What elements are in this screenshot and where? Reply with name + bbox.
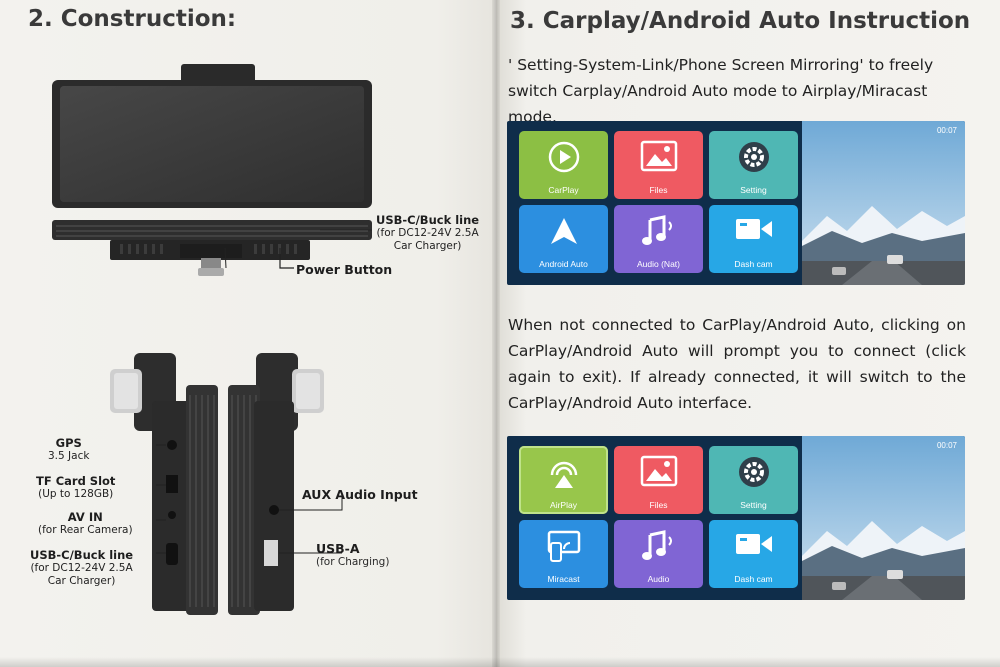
launcher-screen-carplay: CarPlay Files Setting Android Auto Audio… — [507, 121, 965, 285]
music-icon — [641, 215, 672, 245]
tile-audio-2: Audio — [614, 520, 703, 588]
power-button-label: Power Button — [296, 262, 393, 277]
device-front-view — [52, 64, 372, 208]
tile-dashcam-2: Dash cam — [709, 520, 798, 588]
camera-icon — [735, 534, 772, 554]
road-landscape-image-2 — [802, 436, 965, 600]
tile-miracast: Miracast — [519, 520, 608, 588]
tile-airplay: AirPlay — [519, 446, 608, 514]
av-in-label: AV IN (for Rear Camera) — [38, 510, 133, 537]
camera-icon — [735, 219, 772, 239]
files-icon — [640, 140, 677, 172]
setting-icon — [738, 457, 769, 487]
carplay-title: 3. Carplay/Android Auto Instruction — [510, 8, 971, 34]
aux-label: AUX Audio Input — [302, 487, 418, 502]
tile-setting: Setting — [709, 131, 798, 199]
status-clock: 00:07 — [936, 126, 957, 135]
tile-android-auto: Android Auto — [519, 205, 608, 273]
music-icon — [641, 530, 672, 560]
book-gutter — [492, 0, 500, 667]
usb-a-label: USB-A (for Charging) — [316, 541, 390, 568]
road-landscape-image — [802, 121, 965, 285]
airplay-icon — [550, 461, 577, 488]
tile-carplay: CarPlay — [519, 131, 608, 199]
carplay-icon — [548, 141, 579, 173]
device-side-views — [110, 353, 343, 615]
tile-audio: Audio (Nat) — [614, 205, 703, 273]
left-page: 2. Construction: — [0, 0, 496, 667]
status-clock-2: 00:07 — [936, 441, 957, 450]
device-top-edge-view — [52, 220, 372, 276]
usbc-bottom-label: USB-C/Buck line (for DC12-24V 2.5A Car C… — [30, 548, 134, 588]
construction-title: 2. Construction: — [28, 6, 237, 32]
launcher-screen-airplay: AirPlay Files Setting Miracast Audio Das… — [507, 436, 965, 600]
connect-paragraph: When not connected to CarPlay/Android Au… — [508, 316, 966, 412]
gps-label: GPS 3.5 Jack — [48, 436, 90, 463]
tile-setting-2: Setting — [709, 446, 798, 514]
usbc-top-label: USB-C/Buck line (for DC12-24V 2.5A Car C… — [376, 213, 480, 253]
tf-card-label: TF Card Slot (Up to 128GB) — [36, 474, 116, 501]
tile-files: Files — [614, 131, 703, 199]
files-icon — [640, 455, 677, 487]
page-bottom-shadow — [0, 657, 1000, 667]
tile-dashcam: Dash cam — [709, 205, 798, 273]
miracast-icon — [547, 530, 580, 562]
setting-icon — [738, 142, 769, 172]
mode-switch-paragraph: ' Setting-System-Link/Phone Screen Mirro… — [508, 56, 934, 126]
tile-files-2: Files — [614, 446, 703, 514]
right-page: 3. Carplay/Android Auto Instruction ' Se… — [496, 0, 1000, 667]
android-auto-icon — [550, 218, 577, 244]
